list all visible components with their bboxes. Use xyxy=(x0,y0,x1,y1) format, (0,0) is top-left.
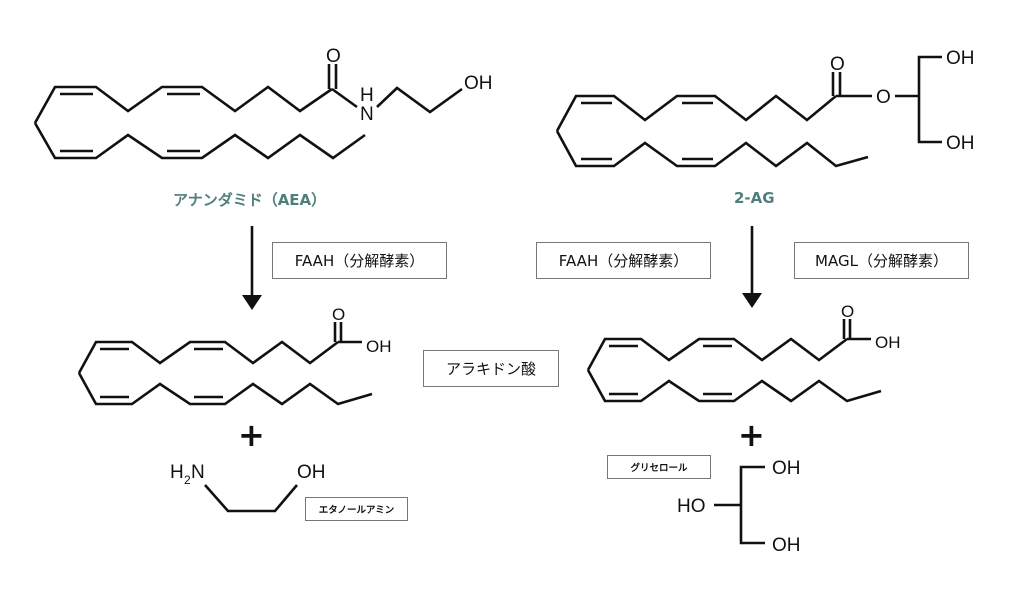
aa-right-upper-chain xyxy=(586,337,848,371)
ethanolamine-oh: OH xyxy=(297,462,326,483)
aa-left-carbonyl-o: O xyxy=(332,305,345,324)
arachidonic-acid-left-structure: O OH xyxy=(77,305,392,406)
aa-right-carbonyl-o: O xyxy=(841,302,854,321)
faah-right-label: FAAH（分解酵素） xyxy=(536,242,711,279)
aea-carbonyl-o: O xyxy=(326,46,341,67)
aa-left-oh: OH xyxy=(366,337,392,356)
two-ag-oh-bottom: OH xyxy=(946,133,975,154)
ethanolamine-label: エタノールアミン xyxy=(305,497,408,521)
aa-left-upper-chain xyxy=(77,340,339,374)
aea-ethanol-chain xyxy=(376,86,463,114)
aa-left-lower-chain xyxy=(77,372,373,406)
aea-oh: OH xyxy=(464,73,493,94)
aea-nh-h: H xyxy=(360,85,374,106)
aea-upper-chain xyxy=(33,85,333,124)
two-ag-structure: O O OH OH xyxy=(555,48,975,168)
aea-structure: O H N OH xyxy=(33,46,493,160)
arachidonic-acid-right-structure: O OH xyxy=(586,302,901,403)
glycerol-backbone xyxy=(739,465,765,545)
two-ag-oh-top: OH xyxy=(946,48,975,69)
magl-label: MAGL（分解酵素） xyxy=(794,242,969,279)
two-ag-glycerol-top xyxy=(917,55,942,144)
two-ag-title: 2-AG xyxy=(734,189,775,207)
arrow-two-ag xyxy=(742,226,762,308)
two-ag-carbonyl-o: O xyxy=(830,54,845,75)
ethanolamine-subscript: 2 xyxy=(184,473,191,487)
glycerol-oh-top: OH xyxy=(772,458,801,479)
arachidonic-acid-label: アラキドン酸 xyxy=(423,350,559,387)
glycerol-ho: HO xyxy=(677,496,706,517)
glycerol-structure: OH HO OH xyxy=(677,458,801,556)
ethanolamine-chain xyxy=(204,484,298,513)
glycerol-label: グリセロール xyxy=(607,455,711,479)
aa-right-oh: OH xyxy=(875,333,901,352)
two-ag-ester-o: O xyxy=(876,87,891,108)
two-ag-upper-chain xyxy=(555,94,837,132)
ethanolamine-n: N xyxy=(191,462,205,483)
glycerol-oh-bottom: OH xyxy=(772,535,801,556)
aea-title: アナンダミド（AEA） xyxy=(173,191,327,209)
ethanolamine-structure: H 2 N OH xyxy=(170,462,326,513)
faah-left-label: FAAH（分解酵素） xyxy=(272,242,447,279)
arrow-aea xyxy=(242,226,262,310)
two-ag-lower-chain xyxy=(555,130,869,168)
plus-sign-right: + xyxy=(738,416,765,454)
aea-n: N xyxy=(360,104,374,125)
aa-right-lower-chain xyxy=(586,369,882,403)
plus-sign-left: + xyxy=(238,416,265,454)
aea-amide-bond xyxy=(331,87,358,109)
aea-lower-chain xyxy=(33,122,366,160)
ethanolamine-h: H xyxy=(170,462,184,483)
